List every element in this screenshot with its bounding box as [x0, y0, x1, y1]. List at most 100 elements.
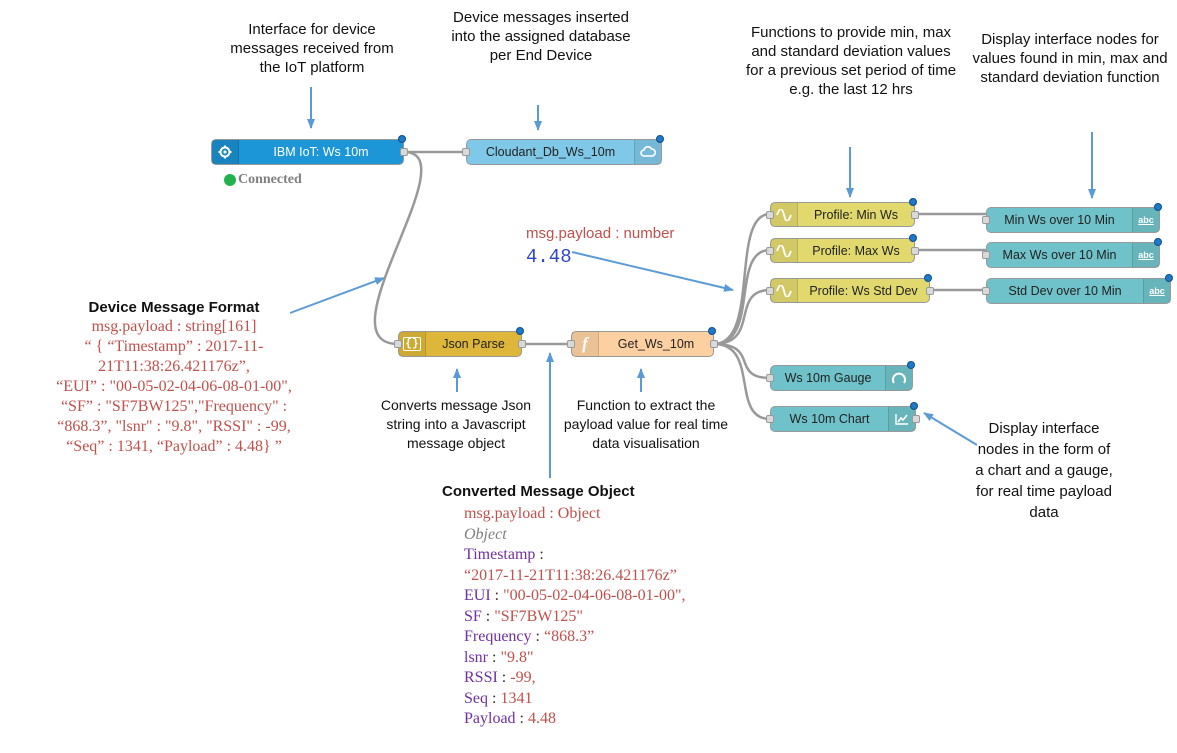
device-format-block: Device Message Format msg.payload : stri…	[4, 298, 344, 457]
gauge-label: Ws 10m Gauge	[784, 371, 872, 385]
output-port[interactable]	[911, 247, 919, 255]
field-value: "00-05-02-04-06-08-01-00",	[503, 587, 686, 604]
arrow-device-format	[289, 277, 385, 314]
cloudant-label: Cloudant_Db_Ws_10m	[485, 145, 616, 159]
json-parse-node[interactable]: {} Json Parse	[394, 327, 526, 357]
field-value: "9.8"	[500, 648, 534, 666]
device-format-line: 21T11:38:26.421176z”,	[98, 358, 250, 375]
input-port[interactable]	[567, 340, 575, 348]
field-value: -99,	[510, 669, 536, 686]
converted-row: “2017-11-21T11:38:26.421176z”	[464, 566, 764, 587]
get-ws-function-node[interactable]: f Get_Ws_10m	[567, 327, 718, 357]
callout-json-parse: Converts message Json string into a Java…	[380, 397, 532, 451]
converted-row: Seq : 1341	[464, 689, 764, 710]
text-abc-icon: abc	[1132, 243, 1159, 267]
wave-icon	[771, 239, 798, 262]
converted-block: msg.payload : Object Object Timestamp : …	[464, 504, 764, 730]
key-separator: :	[515, 710, 528, 727]
max-text-label: Max Ws over 10 Min	[1002, 248, 1117, 262]
output-port[interactable]	[912, 415, 920, 423]
function-icon: f	[572, 332, 599, 356]
wire-fn-chart	[713, 342, 771, 421]
input-port[interactable]	[394, 340, 402, 348]
input-port[interactable]	[766, 247, 774, 255]
input-port[interactable]	[766, 287, 774, 295]
key-separator: :	[497, 669, 511, 686]
device-format-line: “EUI” : "00-05-02-04-06-08-01-00",	[56, 378, 292, 395]
json-parse-label: Json Parse	[442, 337, 505, 351]
changed-indicator	[708, 327, 716, 335]
output-port[interactable]	[926, 287, 934, 295]
field-key: Timestamp	[464, 546, 536, 563]
profile-max-node[interactable]: Profile: Max Ws	[766, 234, 919, 263]
key-separator: :	[488, 648, 501, 666]
profile-min-node[interactable]: Profile: Min Ws	[766, 198, 919, 227]
output-port[interactable]	[400, 148, 408, 156]
field-key: EUI	[464, 587, 491, 604]
converted-row: Payload : 4.48	[464, 709, 764, 730]
wire-iot-jsonparse	[373, 150, 423, 346]
callout-display-nodes: Display interface nodes for values found…	[972, 31, 1168, 86]
profile-min-label: Profile: Min Ws	[813, 207, 899, 222]
field-key: RSSI	[464, 669, 498, 686]
converted-subheader: Object	[464, 525, 507, 543]
std-text-node[interactable]: Std Dev over 10 Min abc	[982, 274, 1173, 304]
gauge-node[interactable]: Ws 10m Gauge	[766, 361, 915, 391]
debug-payload-value: 4.48	[526, 246, 572, 268]
wire-fn-max	[713, 248, 771, 346]
wave-icon	[771, 203, 798, 226]
max-text-node[interactable]: Max Ws over 10 Min abc	[982, 238, 1162, 268]
input-port[interactable]	[982, 287, 990, 295]
input-port[interactable]	[462, 148, 470, 156]
json-braces-icon: {}	[399, 332, 426, 356]
callout-db-insert: Device messages inserted into the assign…	[451, 9, 631, 64]
text-abc-icon: abc	[1143, 279, 1170, 303]
converted-header: msg.payload : Object	[464, 505, 601, 522]
device-format-line: “SF” : "SF7BW125","Frequency" :	[60, 398, 288, 415]
chart-node[interactable]: Ws 10m Chart	[766, 402, 920, 432]
field-value: "SF7BW125"	[494, 607, 583, 625]
changed-indicator	[924, 274, 932, 282]
min-text-label: Min Ws over 10 Min	[1004, 213, 1115, 227]
converted-row: lsnr : "9.8"	[464, 648, 764, 669]
output-port[interactable]	[710, 340, 718, 348]
callout-chart-gauge: Display interface nodes in the form of a…	[975, 420, 1113, 521]
chart-label: Ws 10m Chart	[789, 412, 870, 426]
text-abc-icon: abc	[1132, 208, 1159, 232]
key-separator: :	[481, 607, 495, 625]
changed-indicator	[907, 361, 915, 369]
input-port[interactable]	[766, 211, 774, 219]
output-port[interactable]	[518, 340, 526, 348]
line-chart-icon	[888, 407, 915, 431]
changed-indicator	[909, 234, 917, 242]
field-key: SF	[464, 607, 482, 625]
changed-indicator	[910, 402, 918, 410]
output-port[interactable]	[911, 211, 919, 219]
field-key: lsnr	[464, 648, 488, 666]
converted-row: RSSI : -99,	[464, 668, 764, 689]
changed-indicator	[1154, 203, 1162, 211]
changed-indicator	[516, 327, 524, 335]
min-text-node[interactable]: Min Ws over 10 Min abc	[982, 203, 1162, 233]
gauge-icon	[885, 366, 912, 390]
input-port[interactable]	[982, 216, 990, 224]
field-value: 1341	[500, 689, 533, 707]
input-port[interactable]	[982, 251, 990, 259]
converted-row: Timestamp :	[464, 545, 764, 566]
field-key: Payload	[464, 710, 516, 727]
ibm-iot-node[interactable]: IBM IoT: Ws 10m	[211, 135, 408, 165]
key-separator: :	[531, 628, 544, 645]
callout-functions: Functions to provide min, max and standa…	[745, 24, 957, 98]
input-port[interactable]	[766, 374, 774, 382]
cloudant-node[interactable]: Cloudant_Db_Ws_10m	[462, 135, 664, 165]
device-format-line: msg.payload : string[161]	[91, 318, 257, 335]
changed-indicator	[1165, 274, 1173, 282]
input-port[interactable]	[766, 415, 774, 423]
key-separator: :	[488, 689, 501, 707]
field-key: Frequency	[464, 628, 532, 645]
profile-max-label: Profile: Max Ws	[812, 243, 900, 258]
profile-std-node[interactable]: Profile: Ws Std Dev	[766, 274, 934, 303]
converted-row: Frequency : “868.3”	[464, 627, 764, 648]
wire-fn-min	[713, 212, 771, 346]
